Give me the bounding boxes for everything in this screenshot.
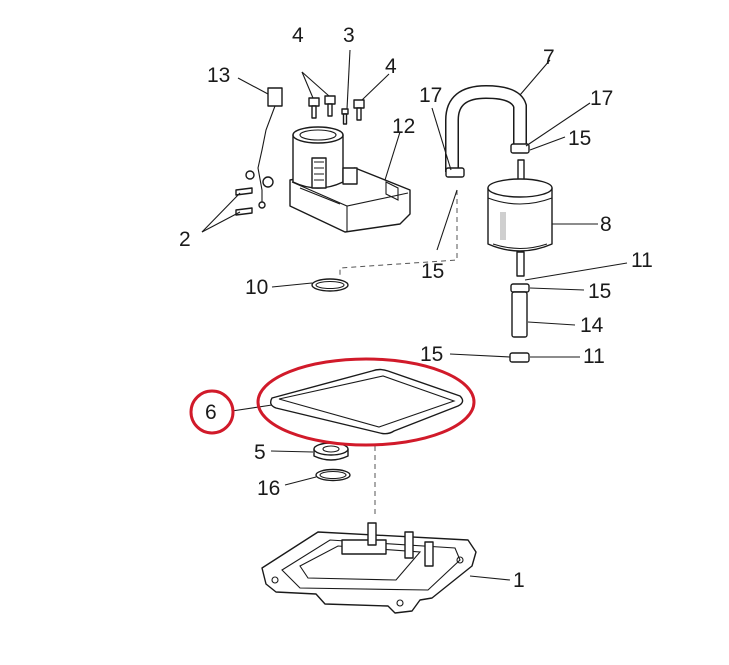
callout-17-right: 17	[590, 87, 613, 110]
callout-15-bottom: 15	[420, 343, 443, 366]
callout-1: 1	[513, 569, 525, 592]
hose-clamp-part-17-left	[445, 167, 465, 178]
highlight-markers	[189, 357, 476, 447]
callout-13: 13	[207, 64, 230, 87]
base-plate-part-1	[261, 522, 477, 614]
bolt-part-4-right	[353, 99, 365, 121]
callout-4-left: 4	[292, 24, 304, 47]
bolt-part-4-middle	[324, 95, 336, 117]
callout-16: 16	[257, 477, 280, 500]
callout-3: 3	[343, 24, 355, 47]
pump-housing-part-12	[289, 126, 411, 233]
alignment-lines	[339, 190, 458, 518]
callout-15-mid: 15	[588, 280, 611, 303]
callout-6-highlight-circle	[189, 389, 235, 435]
connector-part-13	[245, 87, 283, 209]
hose-clamp-part-17-right	[510, 143, 530, 154]
screws-part-2	[235, 187, 253, 216]
retaining-ring-part-16	[315, 468, 351, 482]
o-ring-part-10	[311, 278, 349, 292]
gasket-highlight-ellipse	[256, 357, 476, 447]
callout-6: 6	[205, 401, 217, 424]
tube-part-14	[511, 291, 528, 338]
callout-2: 2	[179, 228, 191, 251]
callout-4-right: 4	[385, 55, 397, 78]
screw-part-3	[341, 108, 349, 125]
callout-15-left: 15	[421, 260, 444, 283]
clamp-part-15-mid	[510, 283, 530, 293]
callout-10: 10	[245, 276, 268, 299]
gasket-part-6	[269, 368, 464, 435]
callout-11-top: 11	[631, 249, 653, 272]
hose-part-7	[445, 84, 527, 172]
callout-labels: 1 2 3 4 4 5 6 7 8 10 11 11 12 13 14 15 1…	[179, 24, 653, 592]
callout-7: 7	[543, 46, 555, 69]
leader-lines	[201, 49, 628, 581]
callout-15-top: 15	[568, 127, 591, 150]
callout-17-left: 17	[419, 84, 442, 107]
bolt-part-4-left	[308, 97, 320, 119]
callout-14: 14	[580, 314, 604, 337]
callout-8: 8	[600, 213, 612, 236]
callout-5: 5	[254, 441, 266, 464]
callout-12: 12	[392, 115, 415, 138]
callout-11-bottom: 11	[583, 345, 605, 368]
clamp-part-15-bottom	[509, 352, 530, 363]
filter-part-8	[487, 159, 553, 277]
